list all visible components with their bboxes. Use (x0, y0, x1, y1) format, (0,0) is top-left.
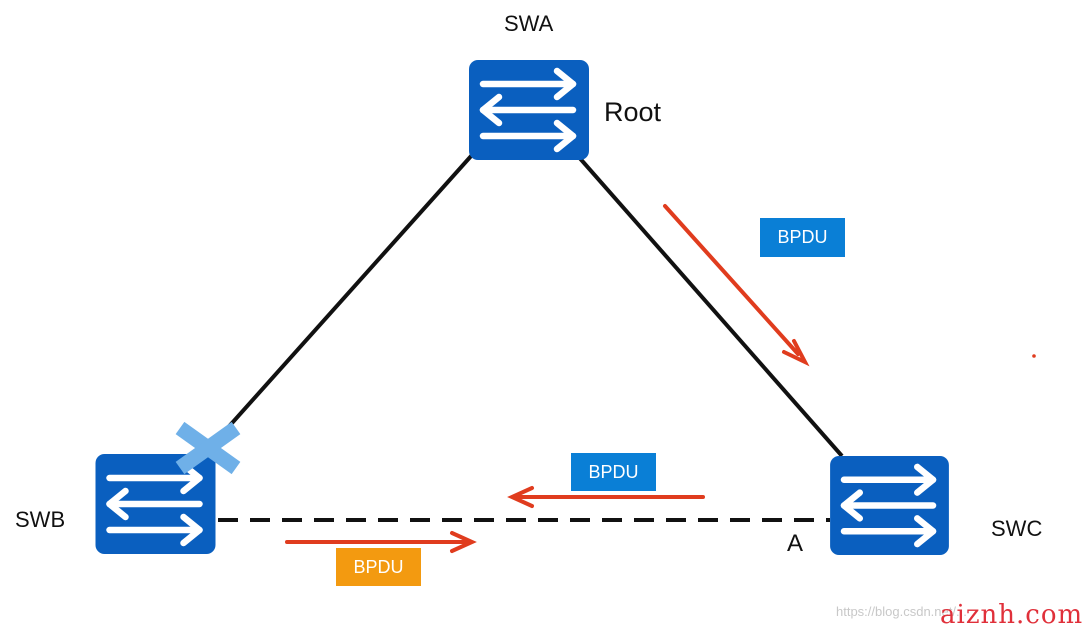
swa-label: SWA (504, 11, 554, 36)
blocked-x-icon (175, 421, 241, 475)
bpdu-badge-swc-swb: BPDU (571, 453, 656, 491)
link-swa-swc (575, 153, 844, 458)
bpdu-badge-swb-swc: BPDU (336, 548, 421, 586)
port-a-label: A (787, 530, 804, 557)
watermark-url: https://blog.csdn.net/... (836, 604, 967, 619)
stray-dot (1032, 354, 1036, 358)
swc-label: SWC (991, 516, 1043, 541)
swb-label: SWB (15, 507, 66, 532)
swa-switch-icon (469, 60, 589, 160)
root-label: Root (604, 97, 662, 127)
brand-watermark: aiznh.com (940, 600, 1084, 630)
swc-switch-icon (830, 456, 949, 555)
arrow-icon-swa-to-swc (663, 204, 810, 367)
arrow-icon-swc-to-swb (507, 486, 705, 508)
bpdu-badge-swa-swc: BPDU (760, 218, 845, 257)
arrow-icon-swb-to-swc (285, 531, 477, 553)
swb-switch-icon (96, 454, 216, 554)
link-swa-swb (222, 153, 474, 434)
